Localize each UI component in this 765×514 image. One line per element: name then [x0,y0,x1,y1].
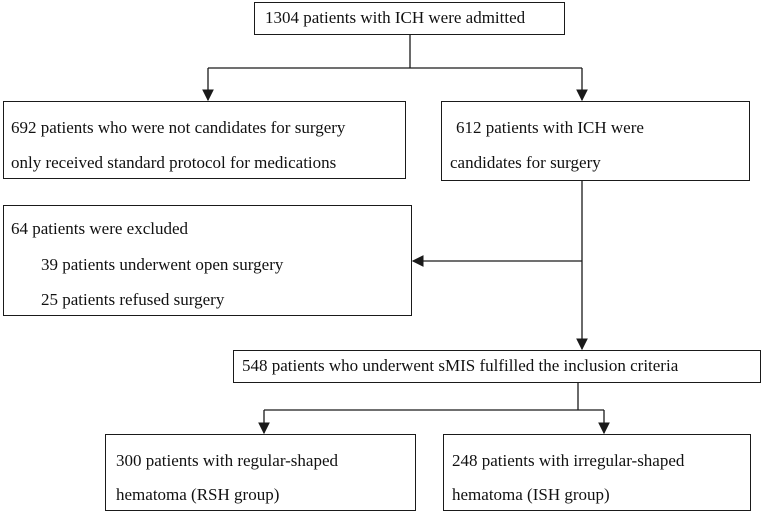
box-candidates: 612 patients with ICH were candidates fo… [441,101,750,181]
box-ish: 248 patients with irregular-shaped hemat… [443,434,751,511]
box-excluded: 64 patients were excluded 39 patients un… [3,205,412,316]
candidates-line2: candidates for surgery [450,153,601,172]
excluded-line2: 39 patients underwent open surgery [41,255,284,274]
included-text: 548 patients who underwent sMIS fulfille… [242,356,679,375]
ish-line2: hematoma (ISH group) [452,485,610,504]
rsh-line2: hematoma (RSH group) [116,485,280,504]
box-included: 548 patients who underwent sMIS fulfille… [233,350,761,383]
candidates-line1: 612 patients with ICH were [456,118,644,137]
excluded-line1: 64 patients were excluded [11,219,189,238]
rsh-line1: 300 patients with regular-shaped [116,451,339,470]
not-candidates-line1: 692 patients who were not candidates for… [11,118,346,137]
box-admitted: 1304 patients with ICH were admitted [254,2,565,35]
admitted-text: 1304 patients with ICH were admitted [265,8,526,27]
ish-line1: 248 patients with irregular-shaped [452,451,685,470]
box-not-candidates: 692 patients who were not candidates for… [3,101,406,179]
not-candidates-line2: only received standard protocol for medi… [11,153,337,172]
excluded-line3: 25 patients refused surgery [41,290,225,309]
box-rsh: 300 patients with regular-shaped hematom… [105,434,416,511]
